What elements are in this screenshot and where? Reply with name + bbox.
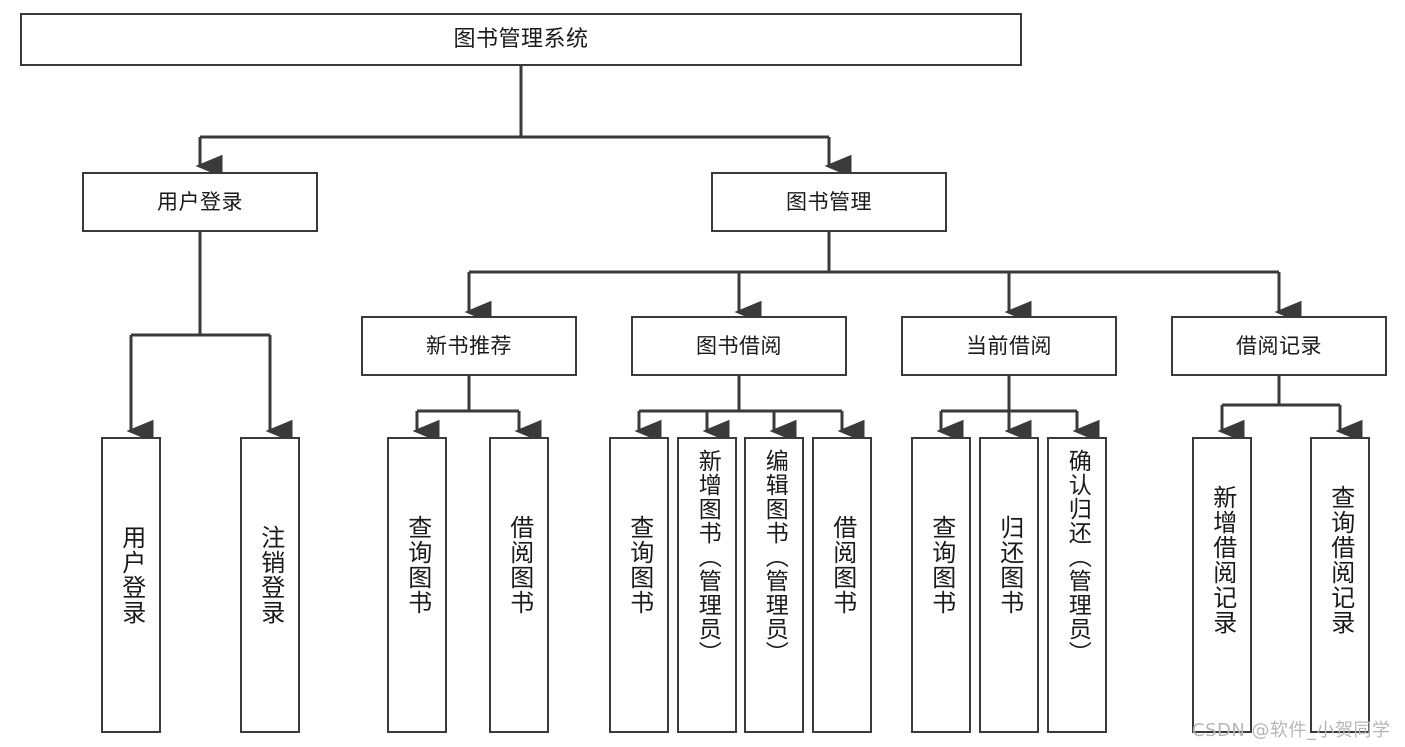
node-user-login-label: 用户登录 — [157, 189, 243, 214]
leaf-query-book-current[interactable]: 查询图书 — [911, 437, 971, 733]
node-borrow-records[interactable]: 借阅记录 — [1171, 316, 1387, 376]
leaf-logout[interactable]: 注销登录 — [240, 437, 300, 733]
leaf-borrow-book-label: 借阅图书 — [828, 515, 857, 615]
csdn-watermark: CSDN @软件_小贺同学 — [1192, 720, 1391, 741]
leaf-edit-book-admin[interactable]: 编辑图书（管理员） — [744, 437, 804, 733]
leaf-user-login[interactable]: 用户登录 — [101, 437, 161, 733]
leaf-add-book-admin-label: 新增图书（管理员） — [694, 449, 721, 665]
leaf-query-borrow-record-label: 查询借阅记录 — [1326, 485, 1355, 635]
leaf-confirm-return-admin-label: 确认归还（管理员） — [1064, 449, 1091, 665]
leaf-add-borrow-record[interactable]: 新增借阅记录 — [1192, 437, 1252, 733]
node-user-login[interactable]: 用户登录 — [82, 172, 318, 232]
leaf-user-login-label: 用户登录 — [117, 525, 146, 625]
leaf-confirm-return-admin[interactable]: 确认归还（管理员） — [1047, 437, 1107, 733]
leaf-query-book-borrow-label: 查询图书 — [625, 515, 654, 615]
leaf-borrow-book-recommend[interactable]: 借阅图书 — [489, 437, 549, 733]
node-new-book-recommend-label: 新书推荐 — [426, 333, 512, 358]
leaf-query-book-current-label: 查询图书 — [927, 515, 956, 615]
node-root-label: 图书管理系统 — [453, 26, 589, 52]
leaf-query-book-borrow[interactable]: 查询图书 — [609, 437, 669, 733]
leaf-query-book-recommend[interactable]: 查询图书 — [387, 437, 447, 733]
leaf-return-book[interactable]: 归还图书 — [979, 437, 1039, 733]
node-root[interactable]: 图书管理系统 — [20, 13, 1022, 66]
node-current-borrow-label: 当前借阅 — [966, 333, 1052, 358]
leaf-add-borrow-record-label: 新增借阅记录 — [1208, 485, 1237, 635]
leaf-logout-label: 注销登录 — [256, 525, 285, 625]
leaf-edit-book-admin-label: 编辑图书（管理员） — [761, 449, 788, 665]
node-book-borrow[interactable]: 图书借阅 — [631, 316, 847, 376]
leaf-borrow-book[interactable]: 借阅图书 — [812, 437, 872, 733]
leaf-add-book-admin[interactable]: 新增图书（管理员） — [677, 437, 737, 733]
node-book-borrow-label: 图书借阅 — [696, 333, 782, 358]
leaf-borrow-book-recommend-label: 借阅图书 — [505, 515, 534, 615]
node-borrow-records-label: 借阅记录 — [1236, 333, 1322, 358]
node-new-book-recommend[interactable]: 新书推荐 — [361, 316, 577, 376]
node-book-management[interactable]: 图书管理 — [711, 172, 947, 232]
leaf-query-book-recommend-label: 查询图书 — [403, 515, 432, 615]
leaf-query-borrow-record[interactable]: 查询借阅记录 — [1310, 437, 1370, 733]
leaf-return-book-label: 归还图书 — [995, 515, 1024, 615]
node-current-borrow[interactable]: 当前借阅 — [901, 316, 1117, 376]
node-book-management-label: 图书管理 — [786, 189, 872, 214]
